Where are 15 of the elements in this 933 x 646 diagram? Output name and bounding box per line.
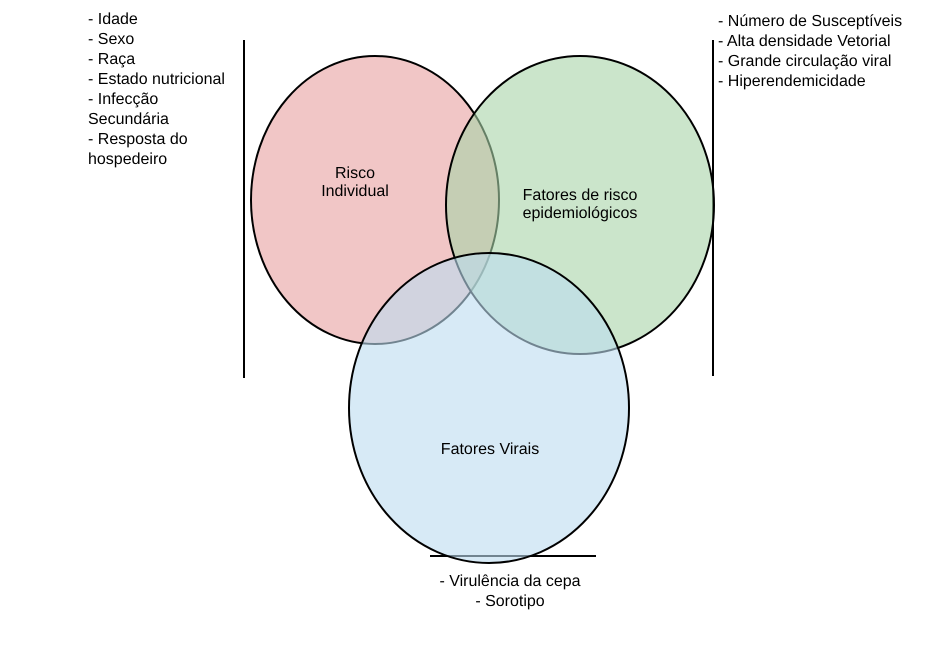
list-item: - Raça bbox=[88, 50, 136, 70]
set-label: Risco Individual bbox=[320, 165, 390, 201]
list-item: - Alta densidade Vetorial bbox=[718, 32, 891, 52]
list-item: - Estado nutricional bbox=[88, 70, 225, 90]
list-item: - Idade bbox=[88, 10, 138, 30]
list-item: - Sexo bbox=[88, 30, 134, 50]
list-item: - Virulência da cepa bbox=[439, 572, 581, 592]
set-label: Fatores Virais bbox=[440, 441, 540, 459]
list-item: - Sorotipo bbox=[475, 592, 545, 612]
list-item: - Resposta do hospedeiro bbox=[88, 130, 189, 170]
list-item: - Número de Susceptíveis bbox=[718, 12, 902, 32]
list-item: - Hiperendemicidade bbox=[718, 72, 866, 92]
set-label: Fatores de risco epidemiológicos bbox=[522, 187, 638, 223]
list-item: - Grande circulação viral bbox=[718, 52, 892, 72]
list-item: - Infecção Secundária bbox=[88, 90, 170, 130]
